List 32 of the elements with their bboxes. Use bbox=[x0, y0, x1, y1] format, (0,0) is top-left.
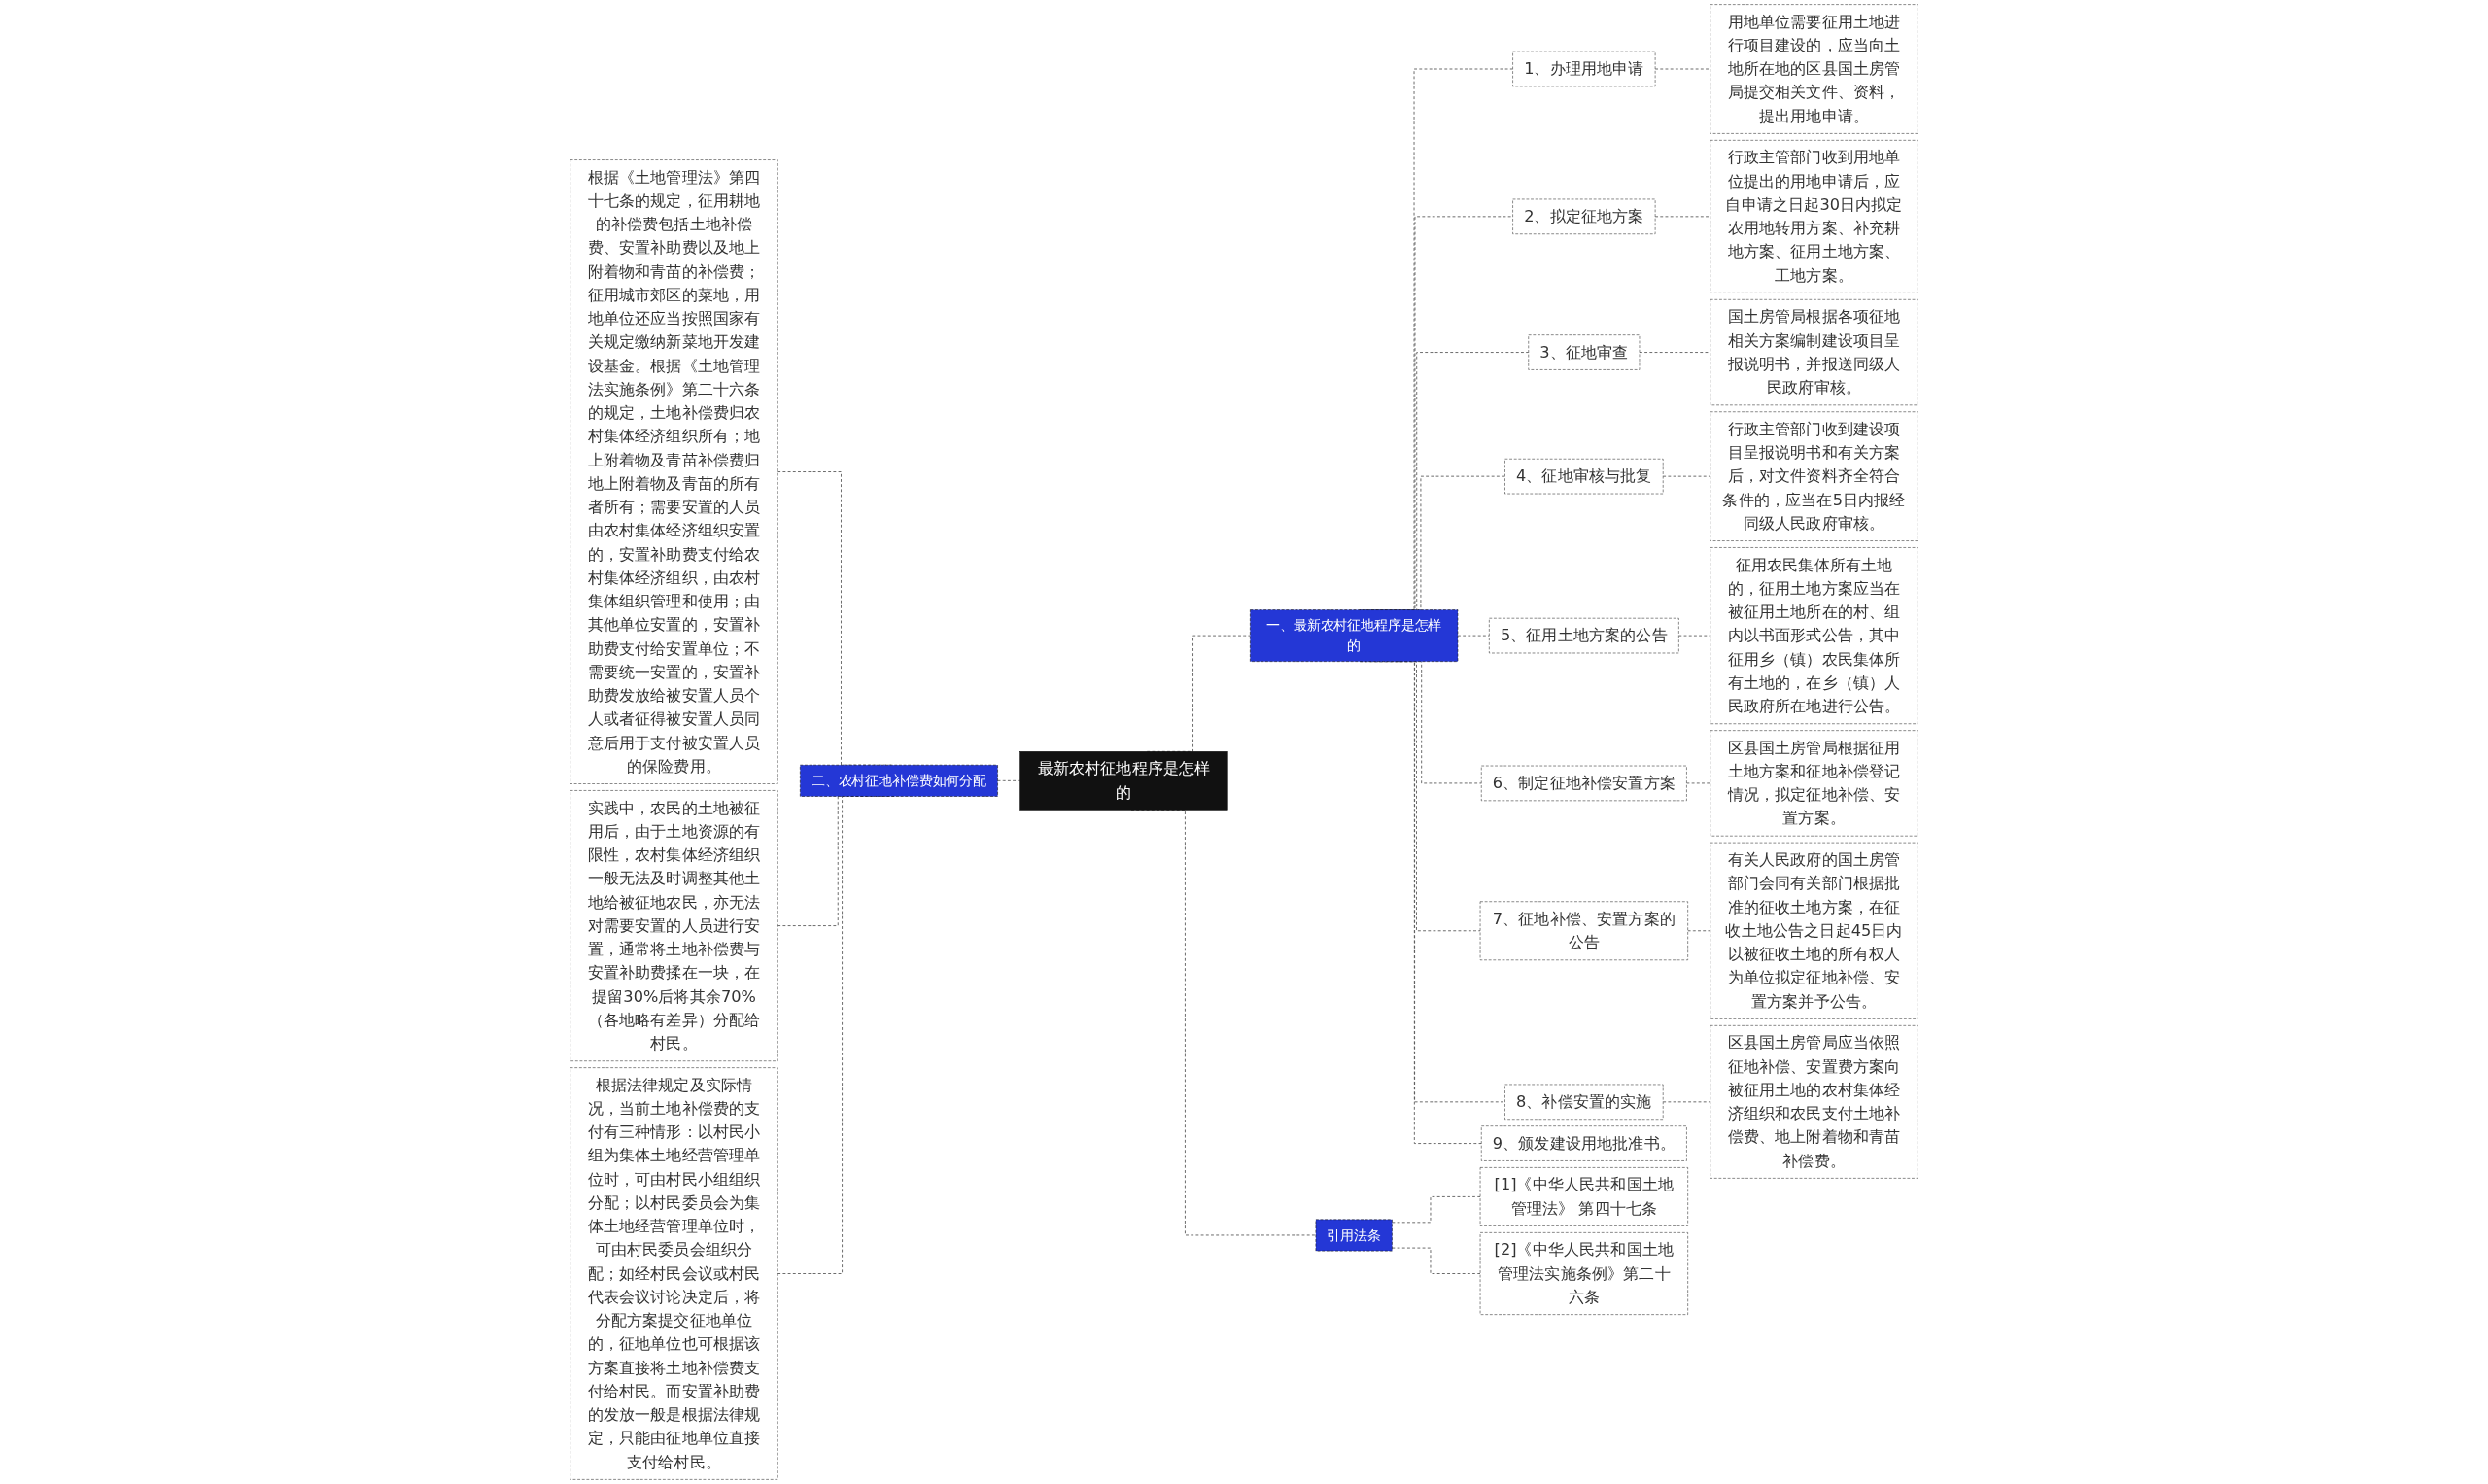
node-box: 5、征用土地方案的公告 bbox=[1489, 617, 1679, 654]
node-box: 用地单位需要征用土地进行项目建设的，应当向土地所在地的区县国土房管局提交相关文件、资料，提出用地申请。 bbox=[1710, 4, 1918, 134]
node-box: 7、征地补偿、安置方案的公告 bbox=[1479, 901, 1688, 961]
node-box: 4、征地审核与批复 bbox=[1504, 458, 1664, 495]
node-box: 征用农民集体所有土地的，征用土地方案应当在被征用土地所在的村、组内以书面形式公告，其中征用乡（镇）农民集体所有土地的，在乡（镇）人民政府所在地进行公告。 bbox=[1710, 547, 1918, 725]
connector bbox=[997, 779, 1021, 781]
node-box: 最新农村征地程序是怎样的 bbox=[1019, 751, 1228, 811]
node-box: 有关人民政府的国土房管部门会同有关部门根据批准的征收土地方案，在征收土地公告之日起45日内以被征收土地的所有权人为单位拟定征地补偿、安置方案并予公告。 bbox=[1710, 842, 1918, 1019]
node-box: 一、最新农村征地程序是怎样的 bbox=[1250, 609, 1459, 662]
node-box: 国土房管局根据各项征地相关方案编制建设项目呈报说明书，并报送同级人民政府审核。 bbox=[1710, 299, 1918, 406]
node-box: 根据《土地管理法》第四十七条的规定，征用耕地的补偿费包括土地补偿费、安置补助费以及地上附着物和青苗的补偿费；征用城市郊区的菜地，用地单位还应当按照国家有关规定缴纳新菜地开发建设基金。根据《土地管理法实施条例》第二十六条的规定，土地补偿费归农村集体经济组织所有；地上附着物及青苗补偿费归地上附着物及青苗的所有者所有；需要安置的人员由农村集体经济组织安置的，安置补助费支付给农村集体经济组织，由农村集体组织管理和使用；由其他单位安置的，安置补助费支付给安置单位；不需要统一安置的，安置补助费发放给被安置人员个人或者征得被安置人员同意后用于支付被安置人员的保险费用。 bbox=[570, 159, 778, 784]
node-box: [2]《中华人民共和国土地管理法实施条例》第二十六条 bbox=[1479, 1232, 1688, 1315]
node-box: 1、办理用地申请 bbox=[1512, 51, 1656, 87]
node-box: 引用法条 bbox=[1315, 1219, 1393, 1252]
node-box: 行政主管部门收到建设项目呈报说明书和有关方案后，对文件资料齐全符合条件的，应当在5日内报经同级人民政府审核。 bbox=[1710, 411, 1918, 541]
node-box: 实践中，农民的土地被征用后，由于土地资源的有限性，农村集体经济组织一般无法及时调整其他土地给被征地农民，亦无法对需要安置的人员进行安置，通常将土地补偿费与安置补助费揉在一块，在提留30%后将其余70%（各地略有差异）分配给村民。 bbox=[570, 790, 778, 1061]
node-box: 区县国土房管局应当依照征地补偿、安置费方案向被征用土地的农村集体经济组织和农民支付土地补偿费、地上附着物和青苗补偿费。 bbox=[1710, 1025, 1918, 1179]
node-box: 根据法律规定及实际情况，当前土地补偿费的支付有三种情形：以村民小组为集体土地经营管理单位时，可由村民小组组织分配；以村民委员会为集体土地经营管理单位时，可由村民委员会组织分配；如经村民会议或村民代表会议讨论决定后，将分配方案提交征地单位的，征地单位也可根据该方案直接将土地补偿费支付给村民。而安置补助费的发放一般是根据法律规定，只能由征地单位直接支付给村民。 bbox=[570, 1067, 778, 1480]
node-box: 区县国土房管局根据征用土地方案和征地补偿登记情况，拟定征地补偿、安置方案。 bbox=[1710, 730, 1918, 837]
connector bbox=[1686, 782, 1711, 784]
connector bbox=[1687, 930, 1711, 932]
node-box: 3、征地审查 bbox=[1528, 334, 1641, 370]
connector bbox=[1639, 352, 1711, 353]
node-box: 行政主管部门收到用地单位提出的用地申请后，应自申请之日起30日内拟定农用地转用方案、补充耕地方案、征用土地方案、工地方案。 bbox=[1710, 140, 1918, 293]
node-box: 8、补偿安置的实施 bbox=[1504, 1084, 1664, 1121]
connector bbox=[1654, 68, 1711, 70]
connector bbox=[1654, 216, 1711, 218]
node-box: 6、制定征地补偿安置方案 bbox=[1480, 765, 1687, 802]
node-box: 9、颁发建设用地批准书。 bbox=[1480, 1125, 1687, 1161]
node-box: 2、拟定征地方案 bbox=[1512, 198, 1656, 235]
node-box: [1]《中华人民共和国土地管理法》 第四十七条 bbox=[1479, 1167, 1688, 1226]
node-box: 二、农村征地补偿费如何分配 bbox=[800, 764, 998, 797]
